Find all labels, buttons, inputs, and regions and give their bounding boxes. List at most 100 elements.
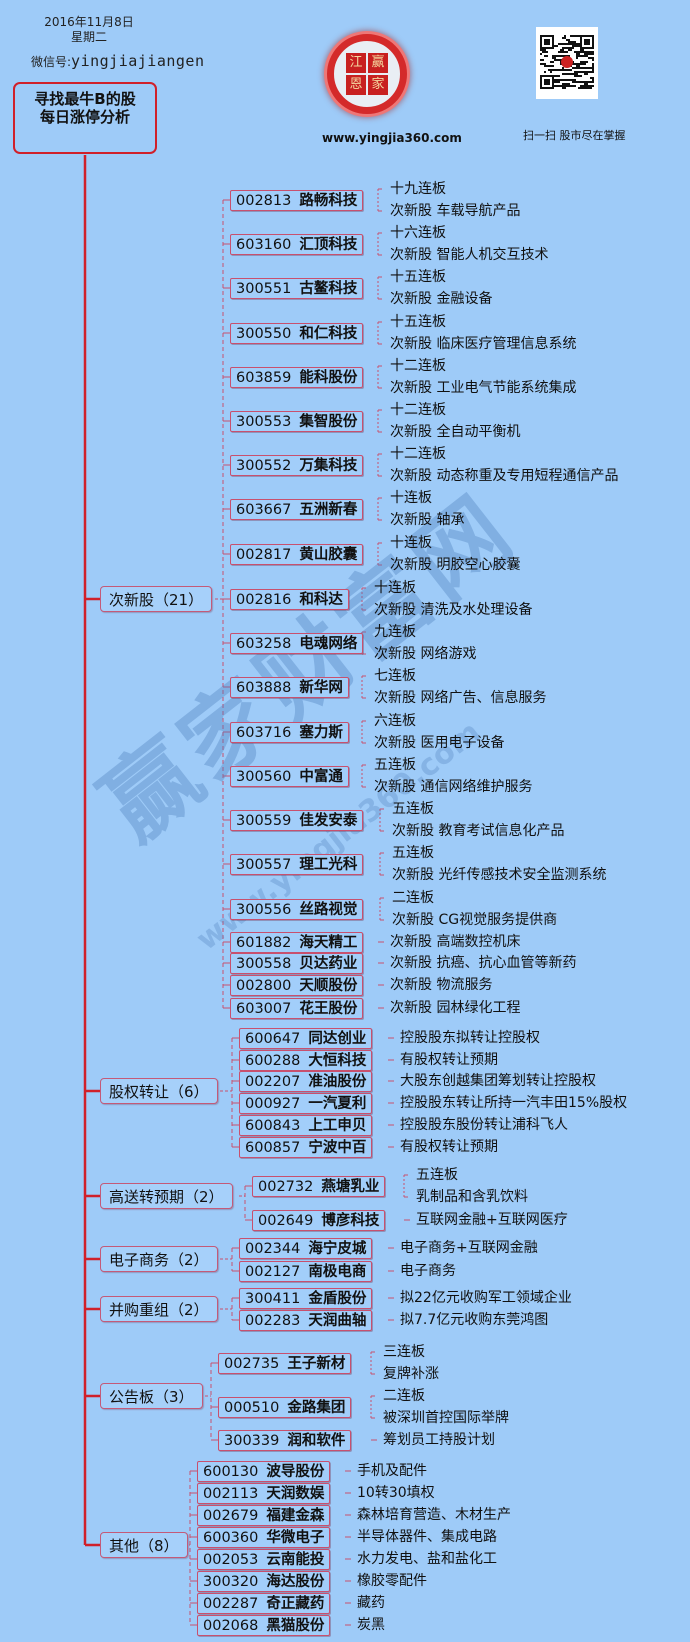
- qr-module: [558, 59, 560, 61]
- stock-note: 次新股 车载导航产品: [390, 203, 521, 219]
- qr-module: [550, 61, 552, 63]
- stock-name: 海天精工: [299, 935, 358, 951]
- category-node[interactable]: 并购重组（2）: [100, 1296, 218, 1322]
- qr-module: [578, 35, 580, 37]
- qr-module: [544, 63, 546, 65]
- category-node[interactable]: 电子商务（2）: [100, 1246, 218, 1272]
- stock-name: 集智股份: [299, 414, 358, 430]
- qr-module: [564, 85, 566, 87]
- site-url[interactable]: www.yingjia360.com: [322, 131, 462, 145]
- qr-module: [558, 75, 560, 77]
- logo-char: 恩: [346, 75, 366, 95]
- qr-module: [586, 85, 588, 87]
- category-node[interactable]: 次新股（21）: [100, 586, 213, 612]
- stock-note: 二连板: [383, 1388, 425, 1404]
- stock-name: 华微电子: [266, 1530, 325, 1546]
- qr-module: [582, 49, 584, 51]
- qr-module: [578, 75, 580, 77]
- qr-module: [566, 69, 568, 71]
- category-node[interactable]: 股权转让（6）: [100, 1078, 218, 1104]
- qr-module: [570, 49, 572, 51]
- category-node[interactable]: 其他（8）: [100, 1532, 188, 1558]
- qr-module: [578, 43, 580, 45]
- qr-module: [592, 65, 594, 67]
- stock-note: 橡胶零配件: [357, 1573, 427, 1589]
- stock-note: 拟7.7亿元收购东莞鸿图: [400, 1312, 549, 1328]
- qr-module: [566, 43, 568, 45]
- qr-module: [578, 45, 580, 47]
- qr-module: [586, 51, 588, 53]
- qr-module: [584, 83, 586, 85]
- qr-module: [582, 81, 584, 83]
- stock-code: 603160: [236, 237, 292, 253]
- stock-name: 奇正藏药: [266, 1596, 325, 1612]
- category-node[interactable]: 高送转预期（2）: [100, 1183, 233, 1209]
- qr-module: [578, 51, 580, 53]
- qr-module: [558, 81, 560, 83]
- category-node[interactable]: 公告板（3）: [100, 1383, 203, 1409]
- qr-module: [576, 73, 578, 75]
- stock-name: 佳发安泰: [299, 813, 358, 829]
- root-node: 寻找最牛B的股 每日涨停分析: [13, 82, 157, 154]
- qr-module: [550, 69, 552, 71]
- qr-module: [542, 59, 544, 61]
- stock-name: 南极电商: [308, 1264, 367, 1280]
- qr-module: [556, 75, 558, 77]
- stock-name: 金盾股份: [308, 1291, 367, 1307]
- qr-module: [546, 65, 548, 67]
- stock-name: 同达创业: [308, 1031, 367, 1047]
- qr-module: [562, 85, 564, 87]
- qr-module: [584, 39, 590, 45]
- stock-note: 十五连板: [390, 269, 446, 285]
- stock-code: 300557: [236, 857, 292, 873]
- stock-note: 次新股 工业电气节能系统集成: [390, 380, 577, 396]
- stock-note: 筹划员工持股计划: [383, 1432, 495, 1448]
- stock-note: 次新股 高端数控机床: [390, 934, 521, 950]
- stock-note: 五连板: [392, 845, 434, 861]
